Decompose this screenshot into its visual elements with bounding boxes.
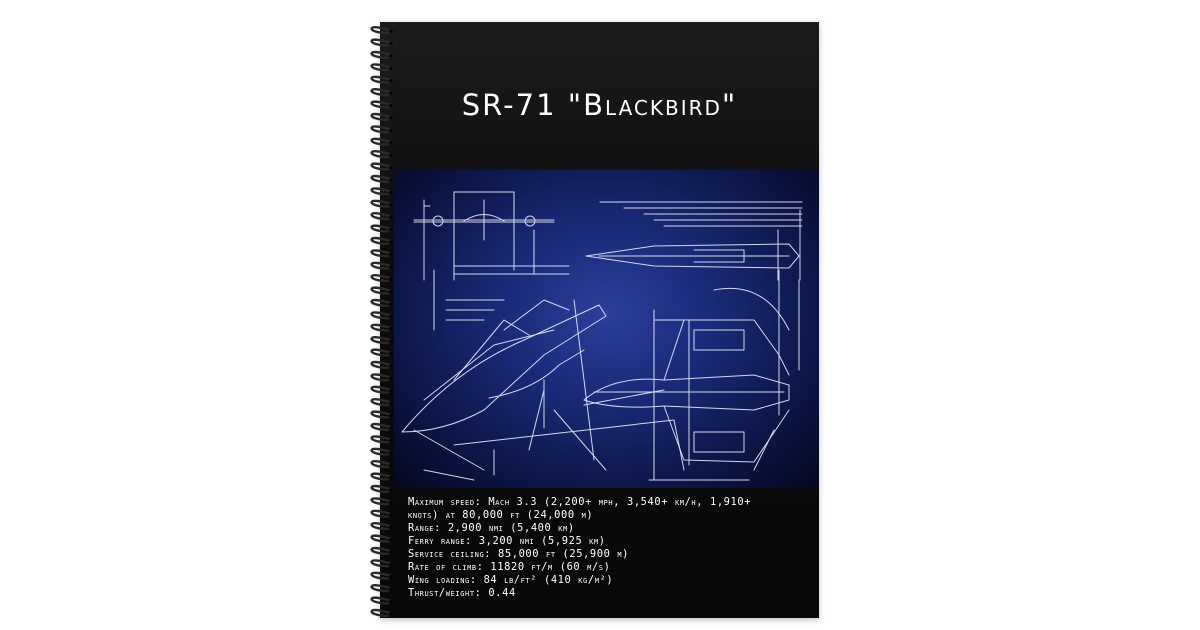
spiral-coil xyxy=(370,348,393,357)
spiral-coil xyxy=(370,112,393,121)
spiral-coil xyxy=(370,447,393,456)
spiral-binding xyxy=(370,25,393,617)
spiral-coil xyxy=(370,125,393,134)
spiral-coil xyxy=(370,484,393,493)
cover-title: SR-71 "Blackbird" xyxy=(461,88,738,122)
spiral-coil xyxy=(370,509,393,518)
spec-line: Service ceiling: 85,000 ft (25,900 m) xyxy=(408,548,629,560)
spiral-coil xyxy=(370,75,393,84)
spiral-coil xyxy=(370,149,393,159)
spiral-coil xyxy=(370,397,393,407)
spiral-coil xyxy=(370,38,393,47)
spiral-coil xyxy=(370,174,393,183)
spiral-coil xyxy=(370,286,393,295)
spiral-notebook: SR-71 "Blackbird" xyxy=(380,22,819,618)
top-view-drawing xyxy=(583,269,800,481)
spiral-coil xyxy=(370,497,393,506)
spec-line: knots) at 80,000 ft (24,000 m) xyxy=(408,509,594,521)
spiral-coil xyxy=(370,472,393,481)
spiral-coil xyxy=(370,211,393,221)
perspective-view-drawing xyxy=(401,299,685,481)
spiral-coil xyxy=(370,100,393,109)
spiral-coil xyxy=(370,323,393,332)
spiral-coil xyxy=(370,410,393,419)
spiral-coil xyxy=(370,187,393,196)
spiral-coil xyxy=(370,422,393,431)
spiral-coil xyxy=(370,87,393,97)
spec-line: Rate of climb: 11820 ft/m (60 m/s) xyxy=(408,561,611,573)
spec-line: Range: 2,900 nmi (5,400 km) xyxy=(408,522,575,534)
spiral-coil xyxy=(370,199,393,208)
spiral-coil xyxy=(370,521,393,531)
spiral-coil xyxy=(370,25,393,35)
spiral-coil xyxy=(370,236,393,245)
spec-line: Thrust/weight: 0.44 xyxy=(408,587,516,599)
spiral-coil xyxy=(370,261,393,270)
spec-line: Maximum speed: Mach 3.3 (2,200+ mph, 3,5… xyxy=(408,496,752,508)
spiral-coil xyxy=(370,273,393,283)
spiral-coil xyxy=(370,583,393,593)
spiral-coil xyxy=(370,335,393,345)
spiral-coil xyxy=(370,162,393,171)
spiral-coil xyxy=(370,534,393,543)
side-view-drawing xyxy=(585,201,803,281)
spiral-coil xyxy=(370,546,393,555)
spec-line: Wing loading: 84 lb/ft² (410 kg/m²) xyxy=(408,574,614,586)
spiral-coil xyxy=(370,385,393,394)
spec-list: Maximum speed: Mach 3.3 (2,200+ mph, 3,5… xyxy=(408,496,808,600)
spiral-coil xyxy=(370,608,393,617)
spiral-coil xyxy=(370,311,393,320)
spiral-coil xyxy=(370,559,393,568)
spiral-coil xyxy=(370,435,393,444)
front-view-drawing xyxy=(413,191,570,331)
blueprint-svg xyxy=(401,191,803,481)
blueprint-drawing xyxy=(394,170,819,488)
spiral-coil xyxy=(370,571,393,580)
spiral-coil xyxy=(370,137,393,146)
spiral-coil xyxy=(370,298,393,307)
spiral-coil xyxy=(370,50,393,59)
spiral-coil xyxy=(370,459,393,469)
spiral-coil xyxy=(370,360,393,369)
spiral-coil xyxy=(370,224,393,233)
spec-line: Ferry range: 3,200 nmi (5,925 km) xyxy=(408,535,606,547)
spiral-coil xyxy=(370,373,393,382)
spiral-coil xyxy=(370,249,393,258)
spiral-coil xyxy=(370,596,393,605)
spiral-coil xyxy=(370,63,393,72)
